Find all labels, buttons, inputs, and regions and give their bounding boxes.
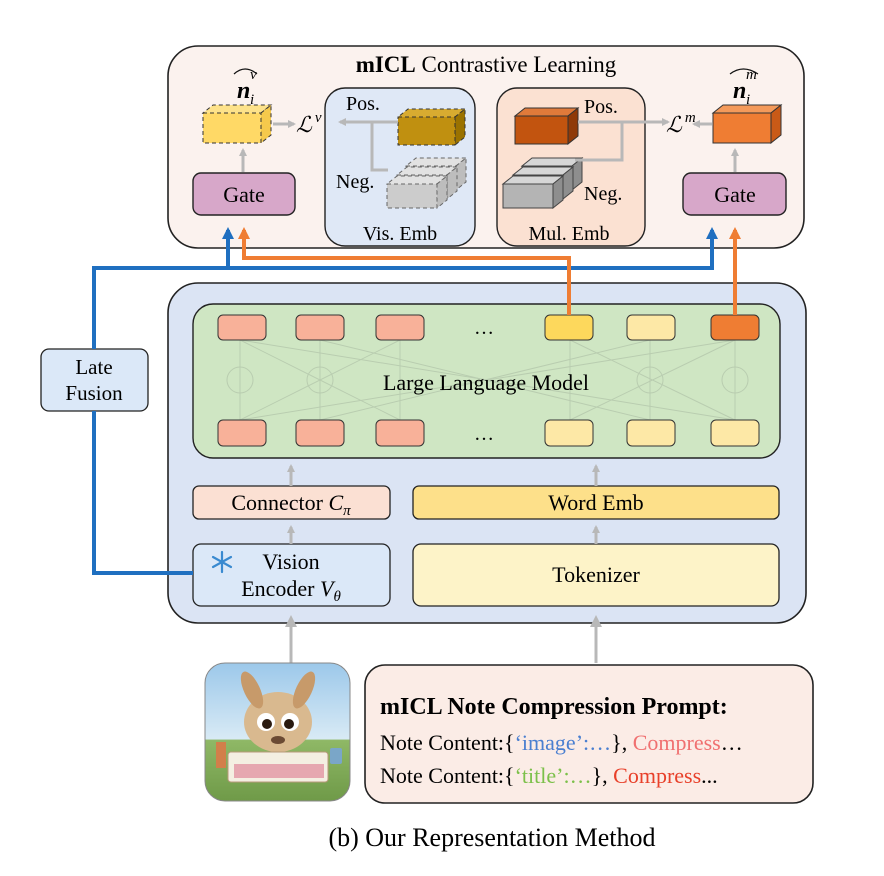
late-fusion-line1: Late	[75, 355, 112, 379]
late-fusion-arrows	[92, 227, 718, 575]
multimodal-output-cube	[711, 103, 783, 145]
tokenizer-label: Tokenizer	[552, 562, 640, 587]
input-token-visual-3	[375, 419, 425, 447]
snowflake-icon	[211, 550, 233, 574]
model-flow-arrows	[285, 464, 602, 663]
llm-input-tokens	[217, 419, 760, 447]
multimodal-output-label: n i m	[729, 67, 759, 108]
word-emb-label: Word Emb	[548, 490, 643, 515]
mul-emb-negative-cubes	[501, 156, 584, 210]
prompt-line-1: Note Content:{‘image’:…}, Compress…	[380, 730, 743, 755]
late-fusion-line2: Fusion	[65, 381, 123, 405]
vis-emb-negative-cubes	[385, 156, 468, 210]
figure-caption: (b) Our Representation Method	[328, 823, 655, 852]
vision-encoder-line2: Encoder Vθ	[241, 576, 341, 605]
svg-text:i: i	[250, 92, 254, 108]
visual-output-cube	[201, 103, 273, 145]
svg-text:n: n	[237, 78, 250, 104]
input-token-text-1	[544, 419, 594, 447]
contrastive-learning-title: mICL Contrastive Learning	[356, 52, 617, 77]
mul-emb-pos-label: Pos.	[584, 96, 618, 118]
input-token-text-2	[626, 419, 676, 447]
svg-text:i: i	[746, 92, 750, 108]
llm-output-arrows	[238, 227, 741, 315]
output-token-mul-pos	[710, 314, 760, 341]
mul-emb-label: Mul. Emb	[528, 223, 609, 245]
vision-encoder-line1: Vision	[262, 549, 319, 574]
visual-output-label: n i v	[233, 67, 258, 108]
llm-output-tokens	[217, 314, 760, 341]
right-gate-label: Gate	[714, 182, 756, 207]
output-token-text-pos	[544, 314, 594, 341]
input-image	[204, 662, 351, 802]
mul-emb-neg-label: Neg.	[584, 183, 622, 205]
svg-text:m: m	[746, 67, 757, 83]
vis-emb-neg-label: Neg.	[336, 171, 374, 193]
input-token-visual-1	[217, 419, 267, 447]
mul-emb-positive-cube	[513, 106, 580, 146]
connector-label: Connector Cπ	[231, 490, 351, 519]
output-token-text-2	[626, 314, 676, 341]
vis-emb-label: Vis. Emb	[363, 223, 437, 245]
svg-text:n: n	[733, 78, 746, 104]
output-token-visual-2	[295, 314, 345, 341]
vis-emb-positive-cube	[396, 107, 467, 147]
prompt-line-2: Note Content:{‘title’:…}, Compress...	[380, 763, 718, 788]
left-gate-label: Gate	[223, 182, 265, 207]
llm-input-ellipsis: …	[474, 423, 494, 445]
output-token-visual-3	[375, 314, 425, 341]
llm-output-ellipsis: …	[474, 317, 494, 339]
llm-label: Large Language Model	[383, 370, 589, 395]
input-token-text-3	[710, 419, 760, 447]
left-gate-box	[192, 172, 296, 216]
prompt-box	[364, 664, 814, 804]
input-token-visual-2	[295, 419, 345, 447]
llm-network-lines	[226, 339, 749, 421]
contrastive-arrows	[239, 118, 739, 172]
prompt-title: mICL Note Compression Prompt:	[380, 694, 728, 720]
svg-text:v: v	[250, 67, 257, 83]
right-gate-box	[682, 172, 787, 216]
vis-emb-pos-label: Pos.	[346, 93, 380, 115]
output-token-visual-1	[217, 314, 267, 341]
